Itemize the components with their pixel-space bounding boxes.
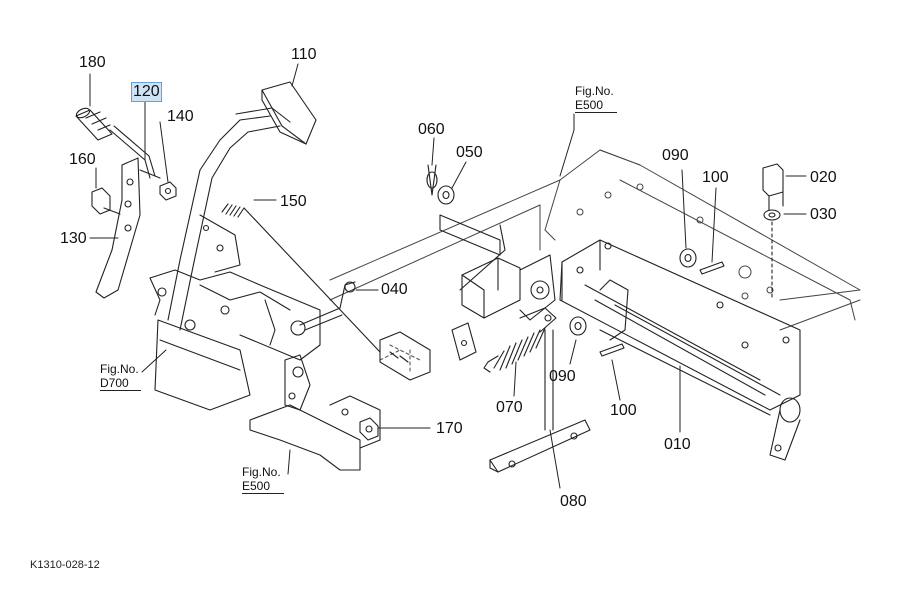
lower-bracket (249, 354, 381, 471)
brake-shaft-assembly (559, 239, 801, 461)
part-label-120[interactable]: 120 (131, 82, 162, 102)
part-label-050[interactable]: 050 (456, 144, 483, 161)
cotter-pin-060 (426, 164, 438, 196)
bolt-020 (762, 163, 784, 211)
washer-030 (763, 209, 781, 301)
fig-ref-e500-bottom[interactable]: Fig.No. E500 (242, 465, 285, 494)
bolt-170 (359, 417, 379, 441)
center-bracket (459, 224, 557, 333)
part-label-090-upper[interactable]: 090 (662, 147, 689, 164)
washer-090-upper (679, 248, 697, 268)
part-label-180[interactable]: 180 (79, 54, 106, 71)
part-label-130[interactable]: 130 (60, 230, 87, 247)
clip-plate (451, 322, 477, 361)
part-label-070[interactable]: 070 (496, 399, 523, 416)
part-label-110[interactable]: 110 (291, 46, 317, 63)
fig-ref-e500-bottom-line2: E500 (242, 479, 285, 494)
fig-ref-e500-top-line1: Fig.No. (575, 84, 614, 98)
part-label-100-upper[interactable]: 100 (702, 169, 729, 186)
washer-090-lower (569, 316, 587, 336)
grip-180 (75, 107, 113, 141)
drawing-code: K1310-028-12 (30, 559, 100, 571)
part-label-090-lower[interactable]: 090 (549, 368, 576, 385)
part-label-080[interactable]: 080 (560, 493, 587, 510)
lever-130 (95, 157, 141, 299)
part-label-140[interactable]: 140 (167, 108, 194, 125)
part-label-150[interactable]: 150 (280, 193, 307, 210)
fig-ref-d700[interactable]: Fig.No. D700 (100, 362, 141, 391)
bolt-160 (91, 187, 121, 215)
rod-040 (290, 281, 356, 336)
spring-070 (483, 327, 546, 373)
fig-ref-d700-line2: D700 (100, 376, 141, 391)
washer-050 (437, 185, 501, 256)
nut-140 (159, 181, 177, 201)
part-label-100-lower[interactable]: 100 (610, 402, 637, 419)
rod-080 (489, 329, 591, 473)
part-label-040[interactable]: 040 (381, 281, 408, 298)
chassis-frame-outline (329, 149, 861, 331)
dashed-guides (379, 344, 421, 373)
leader-lines (89, 63, 807, 489)
pin-100-lower (599, 343, 625, 357)
part-label-160[interactable]: 160 (69, 151, 96, 168)
pin-100-upper (699, 261, 725, 275)
fig-ref-e500-bottom-line1: Fig.No. (242, 465, 281, 479)
handle-bar-120 (109, 125, 161, 179)
fig-ref-d700-line1: Fig.No. (100, 362, 139, 376)
part-label-010[interactable]: 010 (664, 436, 691, 453)
part-label-060[interactable]: 060 (418, 121, 445, 138)
spring-150 (221, 203, 381, 353)
pedal-bracket (149, 214, 321, 411)
part-label-170[interactable]: 170 (436, 420, 463, 437)
fig-ref-e500-top[interactable]: Fig.No. E500 (575, 84, 618, 113)
part-label-030[interactable]: 030 (810, 206, 837, 223)
part-label-020[interactable]: 020 (810, 169, 837, 186)
fig-ref-e500-top-line2: E500 (575, 98, 618, 113)
center-plate (379, 331, 431, 381)
brake-pedal-110 (167, 81, 317, 331)
